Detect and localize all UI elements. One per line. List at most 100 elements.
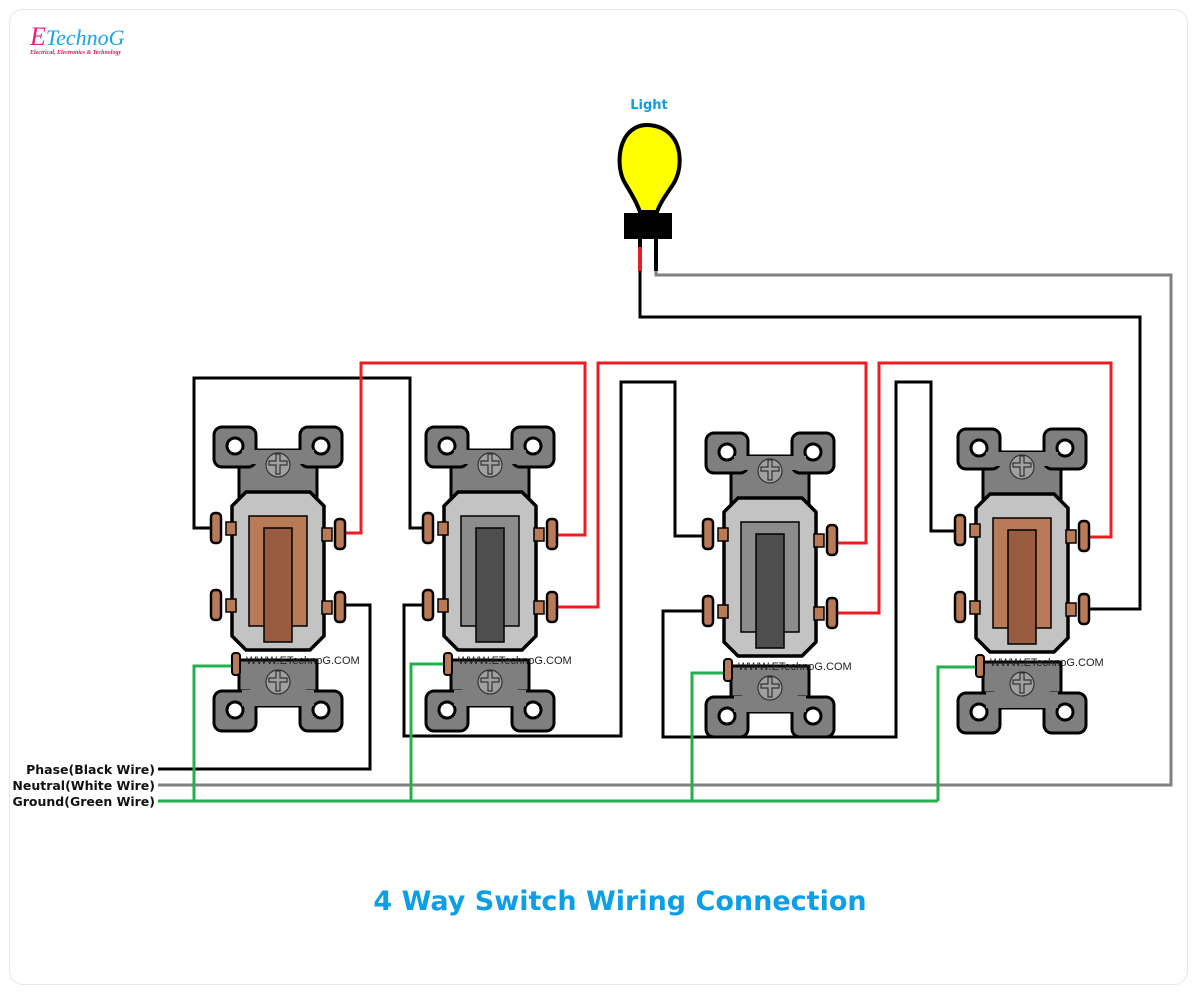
mounting-hole bbox=[437, 436, 457, 456]
terminal-stem bbox=[225, 598, 237, 613]
logo-name: TechnoG bbox=[45, 25, 125, 50]
bulb-lead-neutral bbox=[654, 239, 658, 271]
terminal-stem bbox=[321, 527, 333, 542]
terminal-stem bbox=[437, 521, 449, 536]
traveler-1b-wire bbox=[338, 361, 587, 537]
switch-2: WWW.ETechnoG.COM bbox=[421, 425, 572, 733]
mounting-hole bbox=[311, 700, 331, 720]
bulb-base bbox=[624, 213, 672, 239]
switch-4: WWW.ETechnoG.COM bbox=[953, 427, 1104, 735]
mounting-hole bbox=[717, 442, 737, 462]
terminal-screw-icon bbox=[701, 517, 715, 551]
mounting-hole bbox=[523, 700, 543, 720]
phase-supply-wire bbox=[158, 603, 372, 771]
light-label: Light bbox=[630, 98, 668, 113]
watermark-text: WWW.ETechnoG.COM bbox=[458, 655, 572, 667]
terminal-screw-icon bbox=[421, 511, 435, 545]
terminal-stem bbox=[533, 527, 545, 542]
phase-label: Phase(Black Wire) bbox=[26, 762, 155, 777]
toggle-lever bbox=[263, 527, 293, 643]
terminal-stem bbox=[533, 600, 545, 615]
terminal-stem bbox=[225, 521, 237, 536]
terminal-screw-icon bbox=[1077, 592, 1091, 626]
traveler-3b-wire bbox=[831, 361, 1113, 615]
strap-fill bbox=[986, 692, 1058, 708]
light-bulb: Light bbox=[617, 98, 682, 271]
terminal-stem bbox=[321, 600, 333, 615]
mounting-hole bbox=[969, 702, 989, 722]
terminal-screw-icon bbox=[1077, 519, 1091, 553]
traveler-3a-wire bbox=[661, 380, 966, 739]
terminal-screw-icon bbox=[825, 596, 839, 630]
terminal-screw-icon bbox=[825, 523, 839, 557]
logo-initial: E bbox=[30, 22, 46, 51]
ground-screw-icon bbox=[723, 658, 733, 682]
mounting-hole bbox=[225, 700, 245, 720]
bulb-lead-phase-red bbox=[638, 247, 642, 271]
mounting-hole bbox=[969, 438, 989, 458]
terminal-stem bbox=[813, 606, 825, 621]
neutral-label: Neutral(White Wire) bbox=[12, 778, 155, 793]
ground-wire-switch-2 bbox=[409, 662, 452, 801]
mounting-hole bbox=[311, 436, 331, 456]
terminal-screw-icon bbox=[953, 590, 967, 624]
strap-fill bbox=[734, 696, 806, 712]
terminal-screw-icon bbox=[421, 588, 435, 622]
terminal-stem bbox=[437, 598, 449, 613]
mounting-hole bbox=[523, 436, 543, 456]
screw-slot bbox=[480, 453, 500, 475]
switch-1: WWW.ETechnoG.COM bbox=[209, 425, 360, 733]
strap-fill bbox=[242, 690, 314, 706]
terminal-screw-icon bbox=[545, 590, 559, 624]
traveler-2a-wire bbox=[402, 380, 714, 738]
mounting-hole bbox=[437, 700, 457, 720]
screw-slot bbox=[1012, 455, 1032, 477]
ground-wire-switch-1 bbox=[192, 664, 235, 801]
toggle-lever bbox=[475, 527, 505, 643]
screw-slot bbox=[480, 670, 500, 692]
screw-slot bbox=[760, 459, 780, 481]
terminal-screw-icon bbox=[209, 511, 223, 545]
terminal-stem bbox=[717, 527, 729, 542]
terminal-stem bbox=[1065, 529, 1077, 544]
mounting-hole bbox=[1055, 438, 1075, 458]
bulb-lead-phase bbox=[638, 239, 642, 249]
mounting-hole bbox=[225, 436, 245, 456]
watermark-text: WWW.ETechnoG.COM bbox=[738, 661, 852, 673]
terminal-screw-icon bbox=[209, 588, 223, 622]
ground-screw-icon bbox=[975, 654, 985, 678]
terminal-stem bbox=[813, 533, 825, 548]
toggle-lever bbox=[755, 533, 785, 649]
mounting-hole bbox=[717, 706, 737, 726]
screw-slot bbox=[268, 670, 288, 692]
ground-screw-icon bbox=[443, 652, 453, 676]
switched-hot-wire bbox=[638, 271, 1142, 611]
ground-wire-switch-4 bbox=[936, 665, 983, 801]
traveler-1a-wire bbox=[192, 376, 434, 530]
etechnog-logo: ETechnoG Electrical, Electronics & Techn… bbox=[30, 24, 125, 57]
ground-screw-icon bbox=[231, 652, 241, 676]
mounting-hole bbox=[803, 706, 823, 726]
strap-fill bbox=[454, 690, 526, 706]
mounting-hole bbox=[803, 442, 823, 462]
diagram-frame bbox=[9, 9, 1188, 985]
traveler-2b-wire bbox=[547, 361, 868, 609]
ground-label: Ground(Green Wire) bbox=[12, 794, 155, 809]
screw-slot bbox=[1012, 672, 1032, 694]
diagram-title: 4 Way Switch Wiring Connection bbox=[373, 886, 867, 917]
screw-slot bbox=[760, 676, 780, 698]
terminal-screw-icon bbox=[953, 513, 967, 547]
watermark-text: WWW.ETechnoG.COM bbox=[246, 655, 360, 667]
logo-tagline: Electrical, Electronics & Technology bbox=[30, 50, 122, 56]
neutral-wire bbox=[158, 271, 1173, 787]
terminal-stem bbox=[717, 604, 729, 619]
terminal-screw-icon bbox=[701, 594, 715, 628]
terminal-stem bbox=[969, 600, 981, 615]
screw-slot bbox=[268, 453, 288, 475]
terminal-screw-icon bbox=[545, 517, 559, 551]
switch-3: WWW.ETechnoG.COM bbox=[701, 431, 852, 739]
terminal-screw-icon bbox=[333, 590, 347, 624]
terminal-stem bbox=[1065, 602, 1077, 617]
bulb-glass bbox=[617, 123, 682, 214]
